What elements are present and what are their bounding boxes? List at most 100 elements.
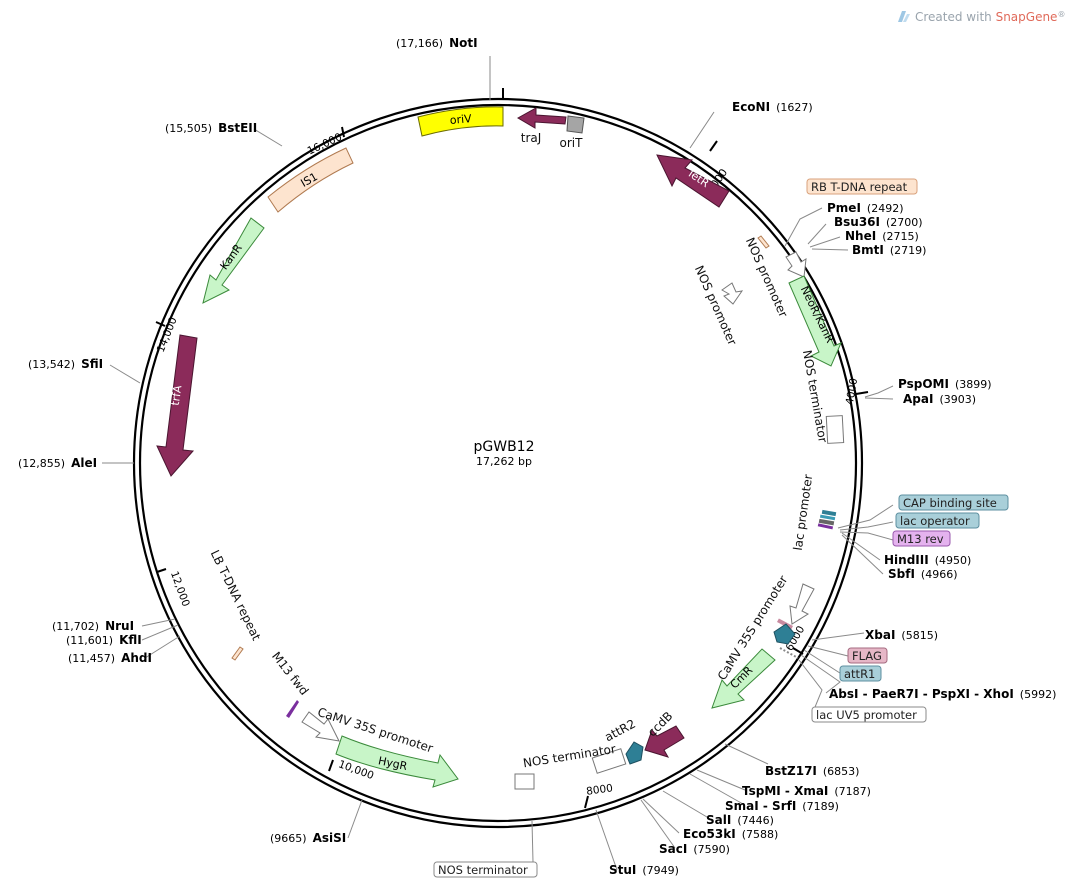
nos-terminator-box (591, 748, 627, 774)
watermark: Created with SnapGene® (898, 10, 1065, 24)
svg-text:(12,855)AleI: (12,855) AleI (18, 456, 97, 470)
site-pos: (5815) (901, 629, 938, 642)
svg-text:SacI(7590): SacI (7590) (659, 842, 730, 856)
site-pos: (7189) (802, 800, 839, 813)
feature-ccdB (644, 725, 685, 758)
svg-text:HindIII(4950): HindIII (4950) (884, 553, 971, 567)
features: oriV traJ oriT TetR NeoR/KanR (156, 106, 845, 790)
tick-label: 4000 (844, 377, 860, 405)
site-pos: (7446) (737, 814, 774, 827)
svg-text:ApaI(3903): ApaI (3903) (903, 392, 976, 406)
inner-label: lac promoter (791, 473, 816, 551)
svg-text:(11,702)NruI: (11,702) NruI (52, 619, 134, 633)
lb-repeat-mark (231, 646, 244, 661)
callout-text: lac operator (900, 514, 970, 528)
callout-text: FLAG (852, 649, 882, 663)
svg-text:SbfI(4966): SbfI(4966) (888, 567, 958, 581)
svg-text:NheI(2715): NheI (2715) (845, 229, 919, 243)
site-pos: (13,542) (28, 358, 75, 371)
site-name: AhdI (121, 651, 152, 665)
svg-text:(11,601)KflI: (11,601)KflI (66, 633, 142, 647)
svg-text:BstZ17I(6853): BstZ17I(6853) (765, 764, 859, 778)
site-name: BstEII (218, 121, 257, 135)
callout-cap-binding-site: CAP binding site (898, 494, 1009, 511)
callout-text: M13 rev (897, 532, 944, 546)
callout-lac-uv5-promoter: lac UV5 promoter (811, 706, 927, 723)
site-pos: (11,702) (52, 620, 99, 633)
nos-promoter-arrow (785, 251, 807, 278)
site-pos: (3899) (955, 378, 992, 391)
callout-nos-terminator: NOS terminator (433, 861, 538, 878)
feature-label-oriV: oriV (449, 112, 472, 127)
feature-IS1: IS1 (267, 147, 354, 213)
inner-label: attR2 (602, 717, 637, 745)
feature-oriT: oriT (560, 115, 585, 150)
site-name: Eco53kI (683, 827, 736, 841)
attr1-pentagon (773, 623, 796, 645)
tick-label: 8000 (586, 782, 614, 798)
site-name: NruI (105, 619, 134, 633)
site-name: SacI (659, 842, 687, 856)
svg-text:(13,542)SfiI: (13,542) SfiI (28, 357, 103, 371)
lac-uv5-dots (779, 647, 799, 659)
svg-text:TspMI - XmaI(7187): TspMI - XmaI(7187) (742, 784, 871, 798)
nos-terminator-box (825, 415, 845, 444)
svg-text:(9665)AsiSI: (9665) AsiSI (270, 831, 346, 845)
feature-label-HygR: HygR (377, 754, 409, 773)
callout-m13-rev: M13 rev (892, 530, 951, 547)
lac-region-marks (817, 509, 837, 530)
site-name: HindIII (884, 553, 929, 567)
site-pos: (2715) (882, 230, 919, 243)
svg-text:Created with SnapGene®: Created with SnapGene® (915, 10, 1065, 24)
site-pos: (7590) (693, 843, 730, 856)
site-pos: (2700) (886, 216, 923, 229)
rb-repeat-mark (757, 235, 770, 249)
callout-text: attR1 (844, 667, 875, 681)
camv-promoter-arrow (789, 583, 815, 625)
feature-HygR: HygR (335, 735, 459, 788)
feature-label-trfA: trfA (169, 384, 185, 406)
callout-lac-operator: lac operator (895, 512, 980, 529)
site-pos: (12,855) (18, 457, 65, 470)
feature-traJ: traJ (516, 107, 567, 145)
svg-text:BmtI(2719): BmtI(2719) (852, 243, 926, 257)
plasmid-name: pGWB12 (474, 439, 535, 455)
watermark-suffix: ® (1057, 10, 1065, 19)
svg-text:(11,457)AhdI: (11,457)AhdI (68, 651, 152, 665)
site-name: TspMI - XmaI (742, 784, 828, 798)
site-pos: (9665) (270, 832, 307, 845)
feature-KanR: KanR (202, 217, 265, 304)
site-name: BstZ17I (765, 764, 817, 778)
svg-text:StuI(7949): StuI(7949) (609, 863, 679, 877)
callout-text: RB T-DNA repeat (811, 180, 908, 194)
feature-label-oriT: oriT (560, 136, 584, 150)
callout-text: NOS terminator (438, 863, 528, 877)
watermark-brand: SnapGene (996, 10, 1058, 24)
callout-text: lac UV5 promoter (816, 708, 917, 722)
svg-text:AbsI - PaeR7I - PspXI - XhoI(5: AbsI - PaeR7I - PspXI - XhoI(5992) (829, 687, 1056, 701)
site-name: PmeI (827, 201, 861, 215)
site-name: AsiSI (313, 831, 347, 845)
callout-text: CAP binding site (903, 496, 997, 510)
svg-text:Bsu36I(2700): Bsu36I (2700) (834, 215, 923, 229)
svg-text:(15,505)BstEII: (15,505)BstEII (165, 121, 257, 135)
site-pos: (4950) (935, 554, 972, 567)
callout-flag: FLAG (847, 647, 888, 664)
site-name: ApaI (903, 392, 933, 406)
site-name: AleI (71, 456, 97, 470)
site-name: SfiI (81, 357, 103, 371)
site-name: XbaI (865, 628, 895, 642)
m13-fwd-mark (286, 700, 299, 718)
snapgene-logo-icon (898, 11, 910, 22)
site-name: NheI (845, 229, 876, 243)
site-leaders (102, 56, 894, 871)
site-name: EcoNI (732, 100, 770, 114)
site-pos: (5992) (1020, 688, 1057, 701)
plasmid-length: 17,262 bp (476, 455, 532, 468)
tick-label: 12,000 (168, 570, 192, 609)
inner-label: M13 fwd (269, 649, 311, 698)
site-pos: (7588) (742, 828, 779, 841)
site-pos: (3903) (939, 393, 976, 406)
site-name: Bsu36I (834, 215, 880, 229)
